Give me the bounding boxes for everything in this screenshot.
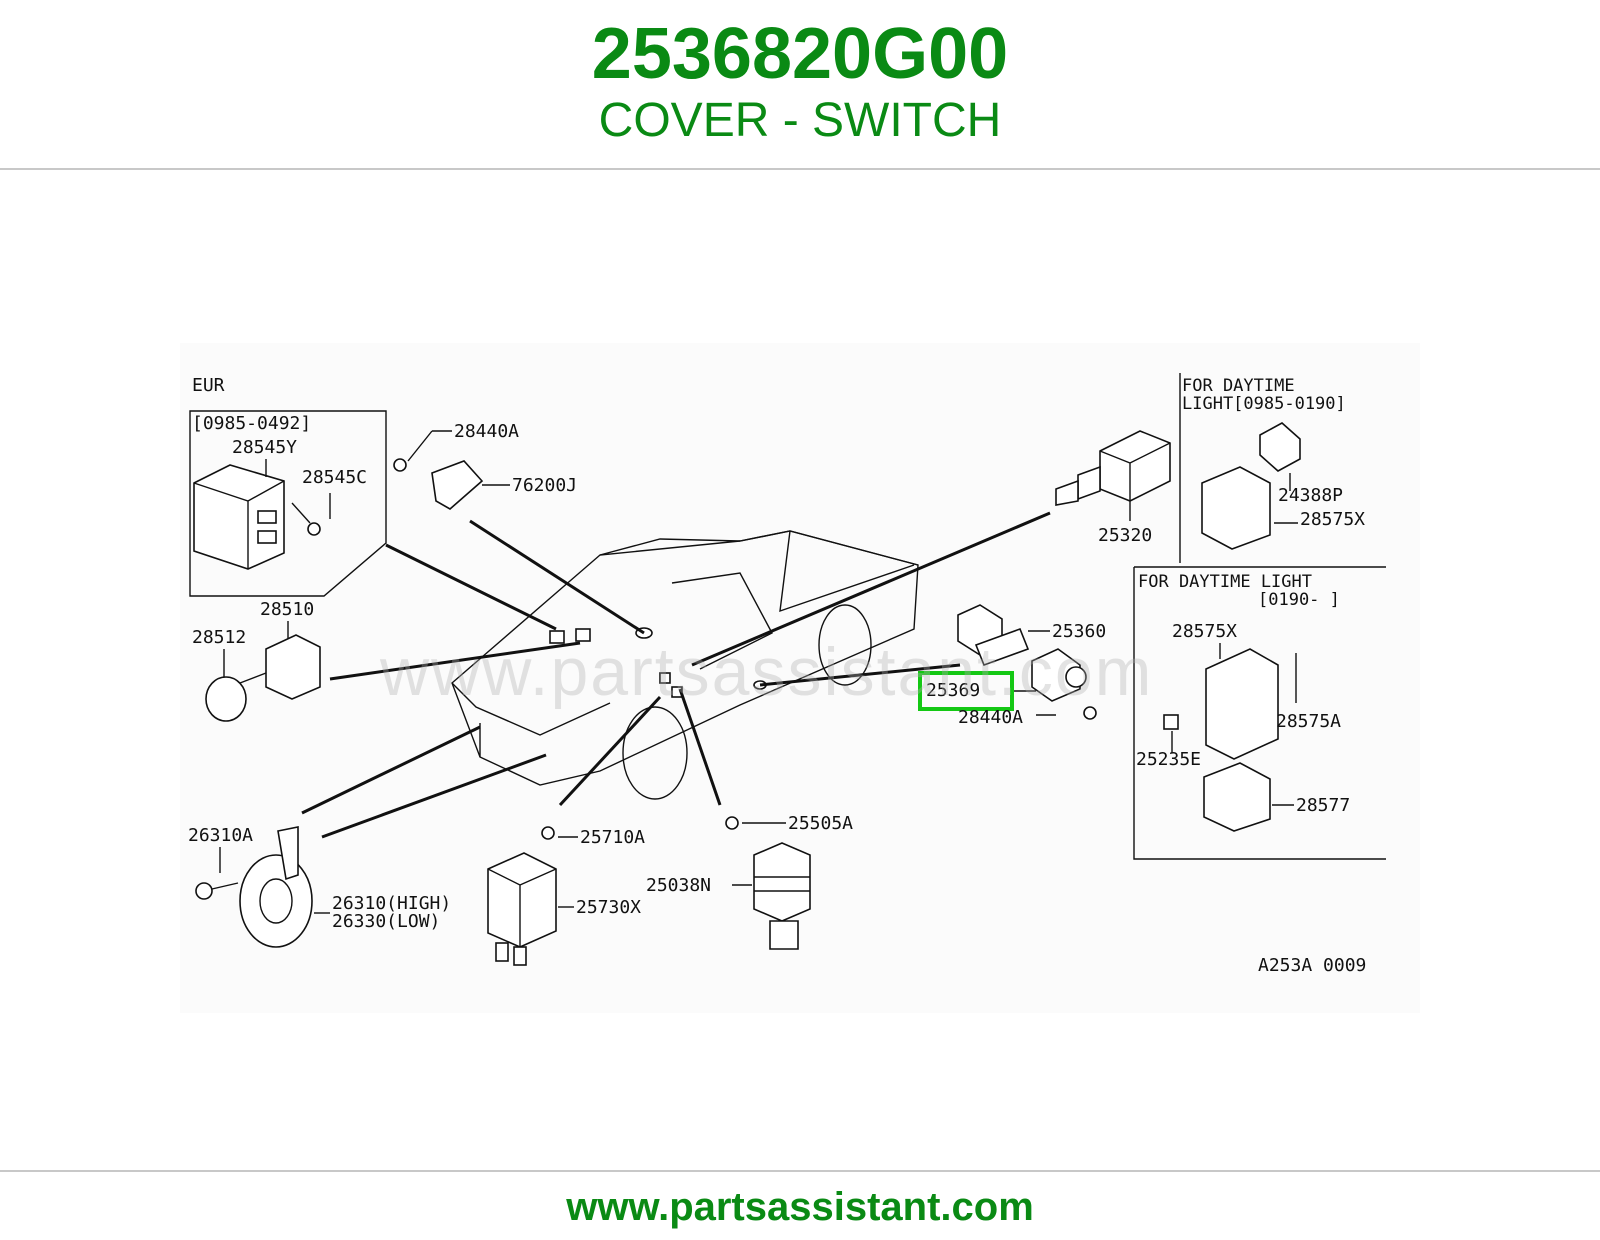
label-28545C: 28545C <box>302 467 367 488</box>
header-divider <box>0 168 1600 170</box>
label-25369: 25369 <box>926 680 980 701</box>
daytime-new-date-range: [0190- ] <box>1258 590 1340 610</box>
horn-26310: 26310A 26310(HIGH) 26330(LOW) <box>188 825 451 948</box>
label-25360: 25360 <box>1052 621 1106 642</box>
label-28577: 28577 <box>1296 795 1350 816</box>
label-76200J: 76200J <box>512 475 577 496</box>
daytime-new-parts: 28575A 25235E 28577 <box>1136 643 1350 832</box>
switch-25320: 25320 <box>1055 430 1171 546</box>
label-25710A: 25710A <box>580 827 645 848</box>
label-26310A: 26310A <box>188 825 253 846</box>
highlight-box-25369 <box>918 671 1014 711</box>
eur-module-part <box>193 459 331 570</box>
footer-url-link[interactable]: www.partsassistant.com <box>566 1185 1034 1229</box>
eur-box <box>189 410 387 597</box>
label-25320: 25320 <box>1098 525 1152 546</box>
lamp-assembly-top: 28440A 76200J <box>393 421 577 510</box>
footer-divider <box>0 1170 1600 1172</box>
pointer-arrows <box>301 511 1051 839</box>
label-25038N: 25038N <box>646 875 711 896</box>
eur-date-range: [0985-0492] <box>192 413 311 434</box>
connector-28510 <box>205 621 321 722</box>
label-24388P: 24388P <box>1278 485 1343 506</box>
label-25505A: 25505A <box>788 813 853 834</box>
label-28512: 28512 <box>192 627 246 648</box>
switch-25360-assembly: 25360 <box>957 604 1106 720</box>
label-25235E: 25235E <box>1136 749 1201 770</box>
daytime-old-title-line2: LIGHT[0985-0190] <box>1182 394 1346 414</box>
diagram-ref-code: A253A 0009 <box>1258 955 1366 976</box>
label-26310: 26310(HIGH) <box>332 893 451 914</box>
relay-25730X: 25710A 25730X <box>487 826 645 966</box>
part-name-subtitle: COVER - SWITCH <box>598 94 1002 147</box>
daytime-old-title-line1: FOR DAYTIME <box>1182 376 1295 396</box>
daytime-new-title: FOR DAYTIME LIGHT <box>1138 572 1312 592</box>
label-28575A: 28575A <box>1276 711 1341 732</box>
label-26330: 26330(LOW) <box>332 911 440 932</box>
label-28440A-mid: 28440A <box>958 707 1023 728</box>
label-28440A-top: 28440A <box>454 421 519 442</box>
label-28510: 28510 <box>260 599 314 620</box>
label-25730X: 25730X <box>576 897 641 918</box>
page-header: 2536820G00 COVER - SWITCH <box>0 0 1600 170</box>
switch-25038N: 25505A 25038N <box>646 813 853 950</box>
label-28575X-top: 28575X <box>1300 509 1365 530</box>
label-28575X-box: 28575X <box>1172 621 1237 642</box>
daytime-old-parts: 24388P 28575X <box>1201 422 1365 550</box>
part-number-title: 2536820G00 <box>591 14 1009 94</box>
parts-diagram-svg: EUR [0985-0492] 28545Y 28545C 28440A 762… <box>188 373 1386 976</box>
watermark: www.partsassistant.com <box>380 634 1154 710</box>
eur-title: EUR <box>192 375 225 396</box>
label-28545Y: 28545Y <box>232 437 297 458</box>
daytime-new-box <box>1133 566 1386 860</box>
parts-diagram: EUR [0985-0492] 28545Y 28545C 28440A 762… <box>180 343 1420 1013</box>
